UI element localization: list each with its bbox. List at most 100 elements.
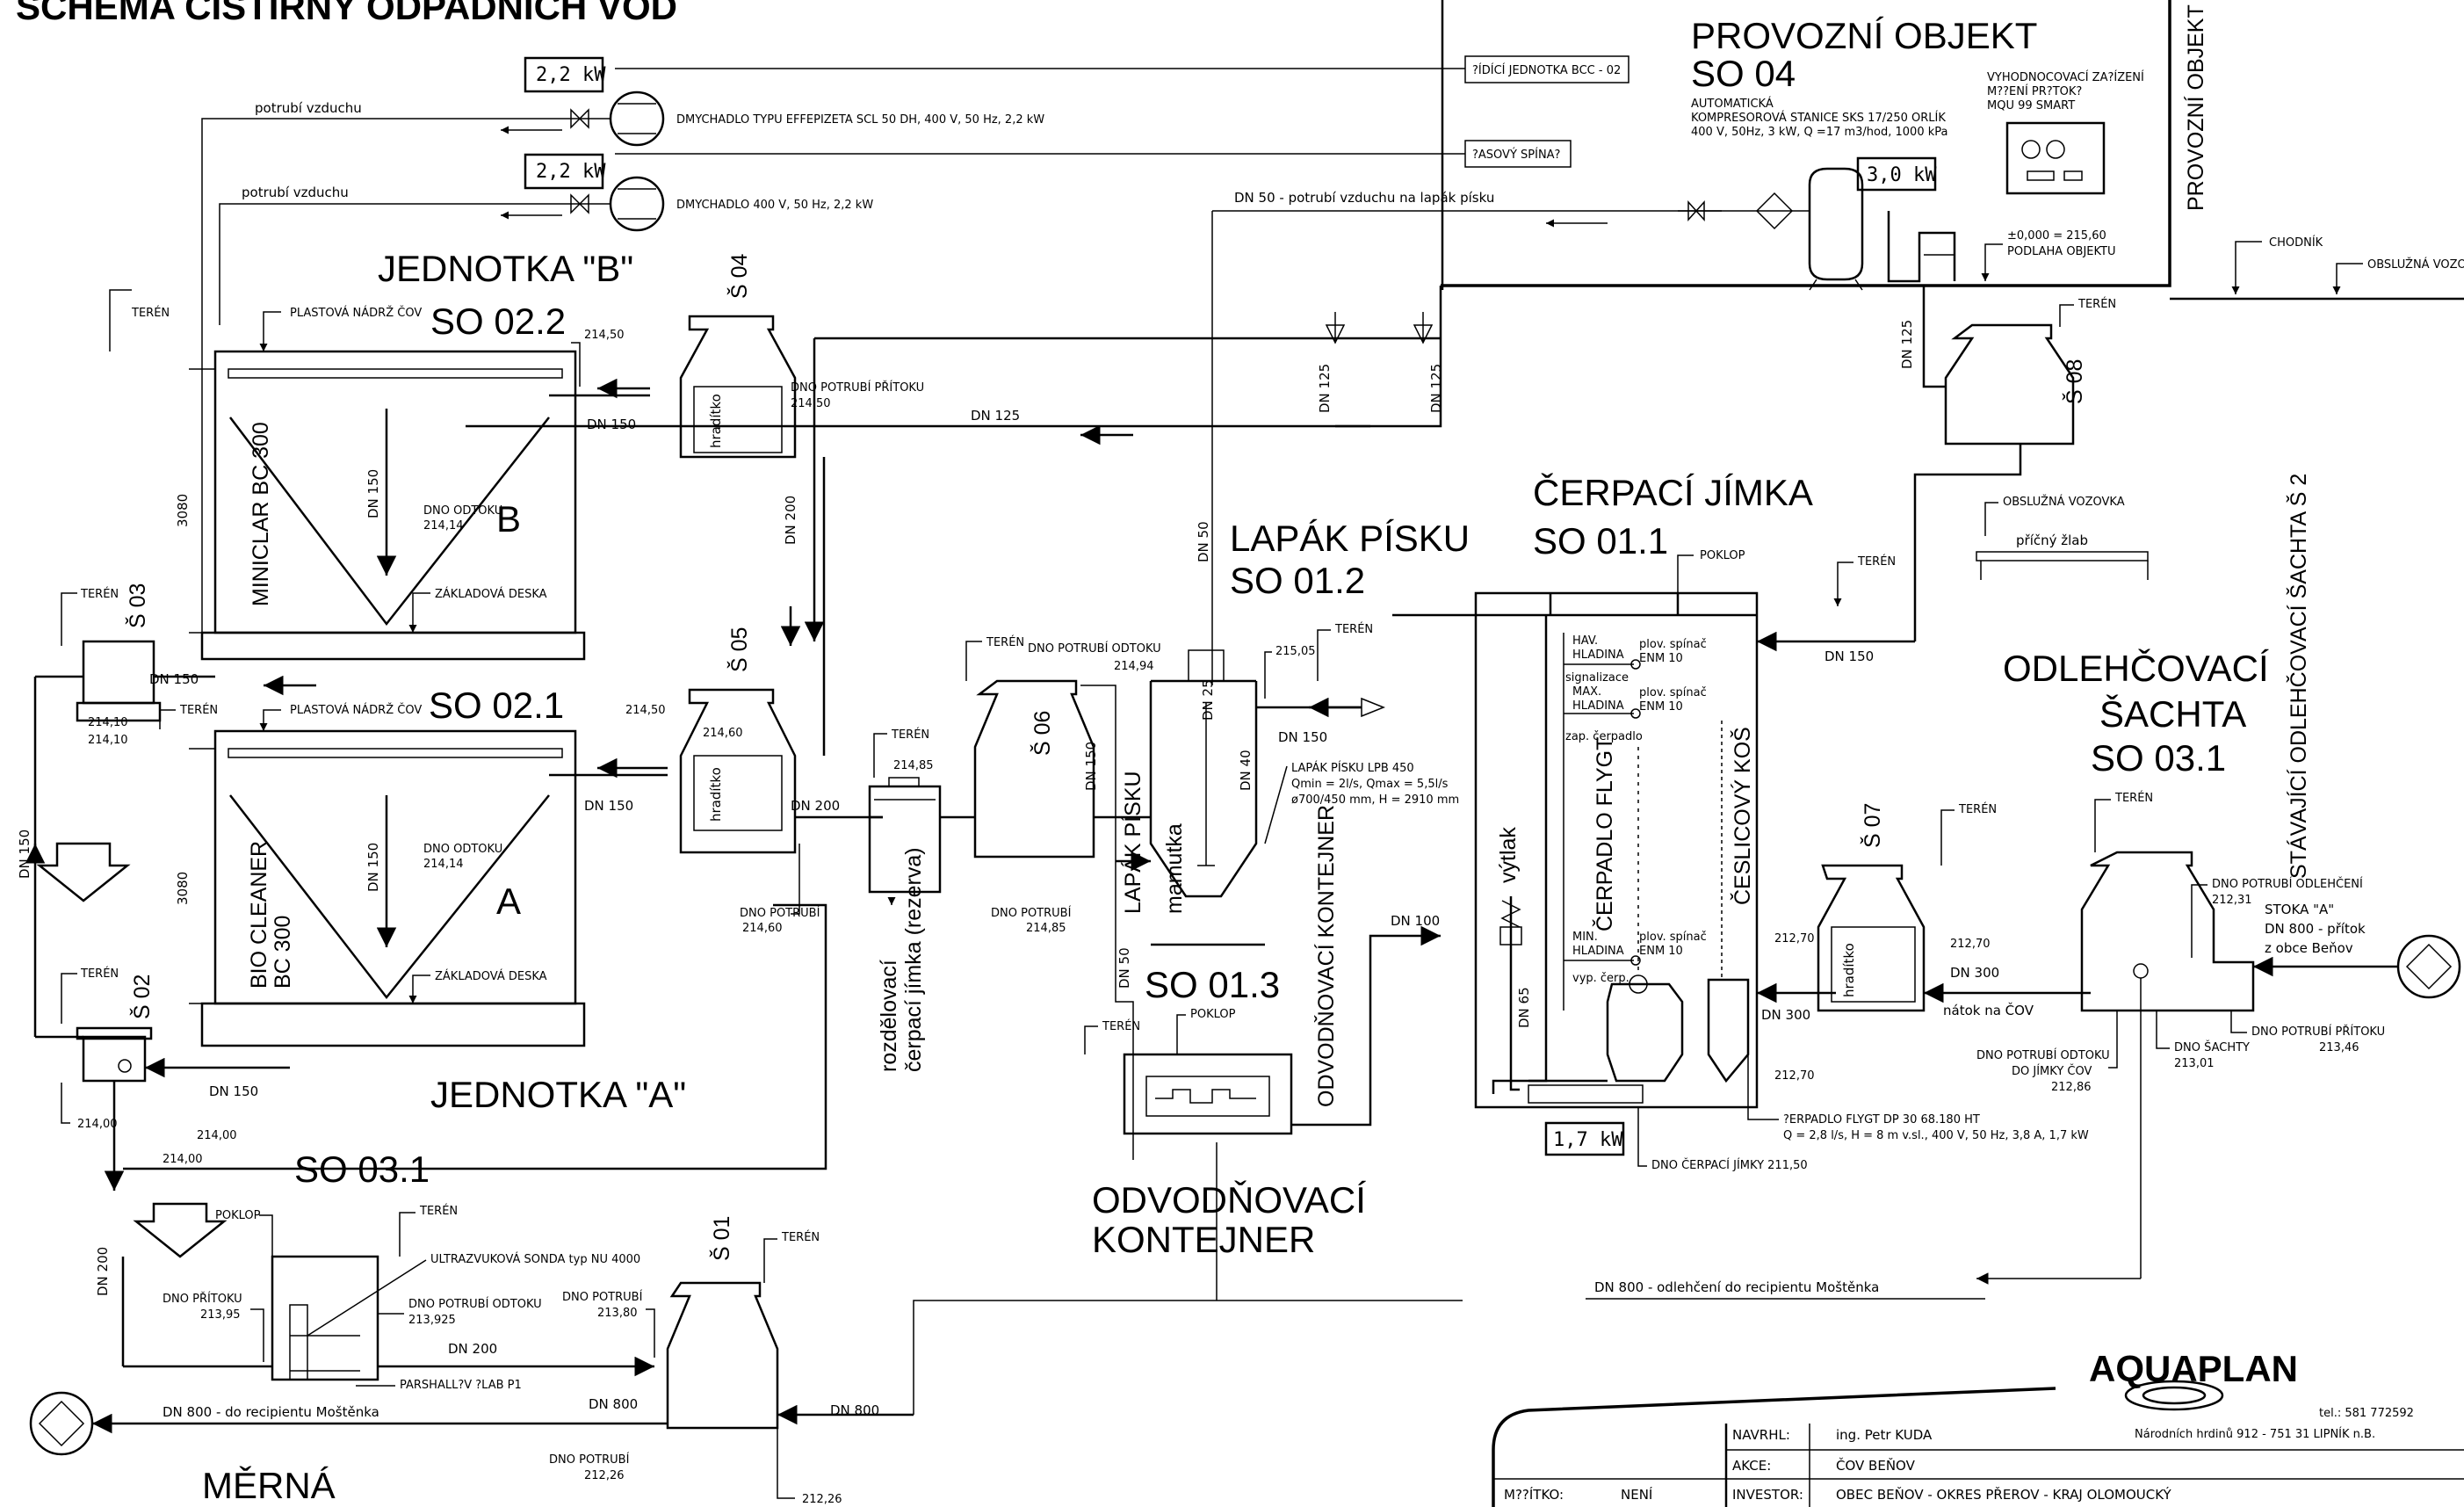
dewatering-dn100: DN 100 (1391, 913, 1440, 929)
sand-trap-code: SO 01.2 (1230, 560, 1365, 601)
s06-dn150: DN 150 (1083, 742, 1099, 791)
building-title: PROVOZNÍ OBJEKT (1691, 15, 2037, 56)
sand-trap: LAPÁK PÍSKU SO 01.2 DN 50 DN 25 DN 40 ma… (1080, 518, 1470, 1160)
drawing-title: SCHÉMA ČISTÍRNY ODPADNÍCH VOD (16, 0, 677, 27)
navrhl-label: NAVRHL: (1732, 1427, 1790, 1443)
compressor-line-3: 400 V, 50Hz, 3 kW, Q =17 m3/hod, 1000 kP… (1691, 126, 1947, 139)
s02-elev-1: 214,00 (77, 1118, 118, 1131)
s04-inflow-label: DNO POTRUBÍ PŘÍTOKU (791, 380, 924, 395)
sand-trap-dn150: DN 150 (1278, 729, 1327, 745)
compressor-tank (1808, 167, 1864, 281)
shaft-s07-label: Š 07 (1860, 803, 1885, 848)
sand-trap-dn50-down: DN 50 (1116, 947, 1132, 989)
parshall-label: PARSHALL?V ?LAB P1 (400, 1379, 522, 1392)
min-2: HLADINA (1572, 945, 1624, 958)
max-1: signalizace (1565, 671, 1629, 685)
pump-dn65: DN 65 (1516, 987, 1532, 1028)
compressor-line-1: AUTOMATICKÁ (1691, 97, 1774, 111)
s04-dn200: DN 200 (783, 496, 798, 545)
unit-a-elev-21450: 214,50 (625, 704, 666, 717)
unit-b: JEDNOTKA "B" SO 02.2 3080 MINICLAR BC 30… (109, 248, 650, 661)
meter-line-3: MQU 99 SMART (1987, 99, 2075, 112)
s03-elev-1: 214,10 (88, 716, 128, 729)
shaft-s01-label: Š 01 (709, 1216, 734, 1261)
min-1: MIN. (1572, 931, 1598, 944)
blower1-label: DMYCHADLO TYPU EFFEPIZETA SCL 50 DH, 400… (676, 113, 1044, 127)
sonda-label: ULTRAZVUKOVÁ SONDA typ NU 4000 (430, 1252, 640, 1266)
company-address: Národních hrdinů 912 - 751 31 LIPNÍK n.B… (2135, 1427, 2375, 1441)
investor-value: OBEC BEŇOV - OKRES PŘEROV - KRAJ OLOMOUC… (1836, 1486, 2172, 1503)
blower1-icon (609, 91, 665, 147)
unit-b-dn150: DN 150 (365, 469, 381, 518)
relief-title-1: ODLEHČOVACÍ (2003, 648, 2269, 689)
shaft-s06-label: Š 06 (1030, 711, 1055, 756)
dewatering-poklop: POKLOP (1190, 1008, 1236, 1021)
dist-elev: 214,85 (893, 759, 934, 772)
s01-dn800-right: DN 800 (830, 1402, 879, 1418)
akce-value: ČOV BEŇOV (1836, 1457, 1916, 1474)
blower1-power: 2,2 kW (536, 64, 606, 86)
unit-b-code: SO 02.2 (430, 301, 566, 342)
s07-elev: 212,70 (1950, 938, 1991, 951)
unit-b-base: ZÁKLADOVÁ DESKA (435, 587, 547, 601)
plov-3b: ENM 10 (1639, 945, 1683, 958)
dist-tank-label-1: rozdělovací (877, 960, 901, 1072)
unit-a-letter: A (496, 880, 521, 922)
unit-b-dno-odtoku: DNO ODTOKU (423, 504, 502, 518)
zap: zap. čerpadlo (1565, 730, 1643, 743)
plov-1a: plov. spínač (1639, 638, 1707, 651)
stoka-3: z obce Beňov (2265, 940, 2353, 956)
unit-a-height: 3080 (175, 872, 191, 905)
natok-label: nátok na ČOV (1943, 1002, 2034, 1018)
relief-elev-21301: 213,01 (2174, 1057, 2215, 1070)
s04-gate: hradítko (708, 394, 724, 448)
meter-line-1: VYHODNOCOVACÍ ZA?ÍZENÍ (1987, 70, 2144, 84)
measuring-dno-pritoku: DNO PŘÍTOKU (163, 1292, 242, 1306)
vytlak-label: výtlak (1496, 827, 1521, 883)
shaft-s02-label: Š 02 (129, 974, 155, 1019)
s03-dn150: DN 150 (149, 671, 199, 687)
dn125-horizontal: DN 125 (971, 408, 1020, 424)
pump-sump-elev-1: 212,70 (1774, 932, 1815, 945)
s06-elev-in: 214,85 (1026, 922, 1066, 935)
dn125-v2: DN 125 (1428, 364, 1444, 413)
plov-2b: ENM 10 (1639, 700, 1683, 714)
relief-title-2: ŠACHTA (2099, 693, 2246, 735)
s01-dno-potrubi-top: DNO POTRUBÍ (562, 1290, 643, 1304)
pump-sump-dn300: DN 300 (1761, 1007, 1810, 1023)
plov-2a: plov. spínač (1639, 686, 1707, 699)
s04-elev: 214,50 (791, 397, 831, 410)
unit-b-title: JEDNOTKA "B" (378, 248, 633, 289)
pump-sump-teren: TERÉN (1857, 554, 1896, 569)
title-block: AQUAPLAN tel.: 581 772592 Národních hrdi… (1492, 1348, 2464, 1507)
stoka-2: DN 800 - přítok (2265, 921, 2366, 937)
s07-dn300: DN 300 (1950, 965, 1999, 981)
pump-sump-code: SO 01.1 (1533, 520, 1668, 562)
s06-elev-out: 214,94 (1114, 660, 1154, 673)
blower2-icon (609, 176, 665, 232)
sand-trap-title: LAPÁK PÍSKU (1230, 518, 1470, 559)
shafts-s07-s08: Š 07 hradítko TERÉN 212,70 DN 300 nátok … (1817, 286, 2149, 1018)
s07-teren: TERÉN (1958, 802, 1997, 816)
relief-dno-odtoku-1: DNO POTRUBÍ ODTOKU (1976, 1048, 2110, 1062)
lpb-line-2: Qmin = 2l/s, Qmax = 5,5l/s (1291, 778, 1449, 791)
compressor-power: 3,0 kW (1867, 164, 1937, 186)
pump-spec-1: ?ERPADLO FLYGT DP 30 68.180 HT (1783, 1113, 1980, 1127)
hav-2: HLADINA (1572, 648, 1624, 662)
s01-elev-21226: 212,26 (584, 1469, 625, 1482)
measuring-teren: TERÉN (419, 1204, 458, 1218)
floor-level: ±0,000 = 215,60 (2007, 229, 2106, 243)
shaft-s05-label: Š 05 (726, 627, 752, 672)
dist-tank-label-2: čerpací jímka (rezerva) (901, 847, 926, 1072)
meritko-label: M??ÍTKO: (1504, 1486, 1564, 1503)
s02-dn150: DN 150 (209, 1083, 258, 1099)
s02-teren: TERÉN (80, 967, 119, 981)
dewatering-vertical: ODVODŇOVACÍ KONTEJNER (1313, 805, 1339, 1107)
pump-sump: ČERPACÍ JÍMKA SO 01.1 POKLOP DN 150 TERÉ… (1317, 286, 2089, 1172)
recipient-label: DN 800 - do recipientu Moštěnka (163, 1404, 379, 1420)
s03-elev-2: 214,10 (88, 734, 128, 747)
left-dn150: DN 150 (17, 830, 33, 879)
unit-b-teren: TERÉN (131, 306, 170, 320)
s01-elev-21226-b: 212,26 (802, 1493, 842, 1506)
